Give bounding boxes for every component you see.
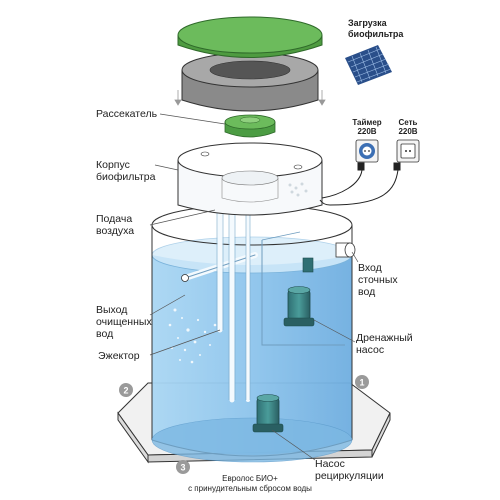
label-ejector: Эжектор	[98, 350, 140, 362]
pipe-outlines	[216, 150, 251, 400]
recirc-pump-shape	[252, 394, 284, 433]
power-cables	[319, 162, 401, 206]
badge-3: 3	[176, 460, 190, 474]
leader-lines	[149, 113, 359, 461]
biofilter-media-icon	[345, 45, 392, 85]
label-biofilter-load: Загрузка биофильтра	[348, 18, 404, 39]
label-recirc-pump: Насос рециркуляции	[315, 458, 384, 482]
distributor-shape	[224, 114, 276, 138]
label-drain-pump: Дренажный насос	[356, 332, 413, 356]
svg-text:1: 1	[359, 378, 364, 388]
internal-pipes	[182, 148, 258, 403]
label-biofilter-body: Корпус биофильтра	[96, 159, 156, 183]
badge-1: 1	[355, 375, 369, 389]
badge-2: 2	[119, 383, 133, 397]
label-inlet: Вход сточных вод	[358, 262, 398, 298]
label-air-supply: Подача воздуха	[96, 213, 135, 237]
green-lid	[177, 16, 323, 58]
label-outlet: Выход очищенных вод	[96, 304, 152, 340]
inlet-pipe	[335, 242, 356, 258]
filter-ring	[181, 52, 319, 112]
biofilter-body	[177, 142, 323, 216]
label-network: Сеть 220В	[398, 118, 418, 136]
main-tank	[151, 204, 353, 463]
svg-text:3: 3	[180, 463, 185, 473]
label-timer: Таймер 220В	[352, 118, 382, 136]
svg-text:2: 2	[123, 386, 128, 396]
label-distributor: Рассекатель	[96, 108, 158, 120]
diagram-caption: Евролос БИО+ с принудительным сбросом во…	[188, 474, 312, 493]
outlet-pipe-end	[181, 274, 189, 282]
network-socket-icon	[396, 139, 420, 163]
timer-socket-icon	[355, 139, 379, 163]
down-arrows	[174, 90, 326, 106]
drain-pump-shape	[283, 257, 315, 327]
